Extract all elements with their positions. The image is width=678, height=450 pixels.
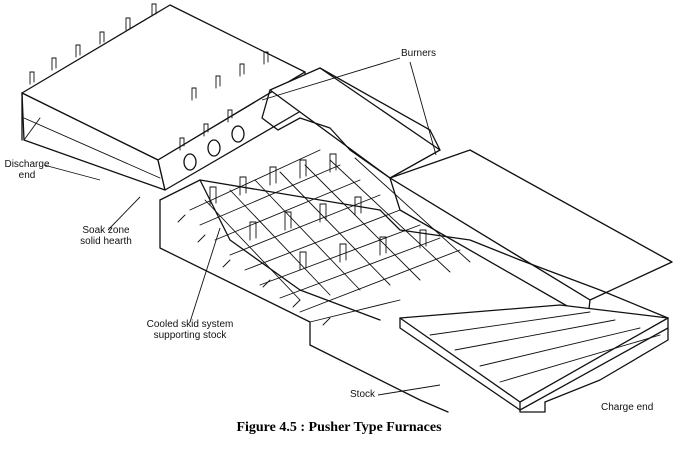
soak-zone-label: Soak zone solid hearth [80,225,132,247]
stock-slabs [399,304,669,411]
leader-lines [43,57,441,396]
stock-label: Stock [350,389,376,400]
discharge-end-label: Discharge end [4,159,50,181]
skid-grid [177,149,471,326]
skid-system-label: Cooled skid system supporting stock [146,319,234,341]
charge-end-label: Charge end [601,402,654,413]
burners-label: Burners [401,48,437,59]
roof-burner-pipes [29,3,269,101]
figure-caption: Figure 4.5 : Pusher Type Furnaces [236,420,442,435]
discharge-roof [21,4,307,191]
burner-ports [179,109,245,171]
middle-roof [261,67,441,179]
